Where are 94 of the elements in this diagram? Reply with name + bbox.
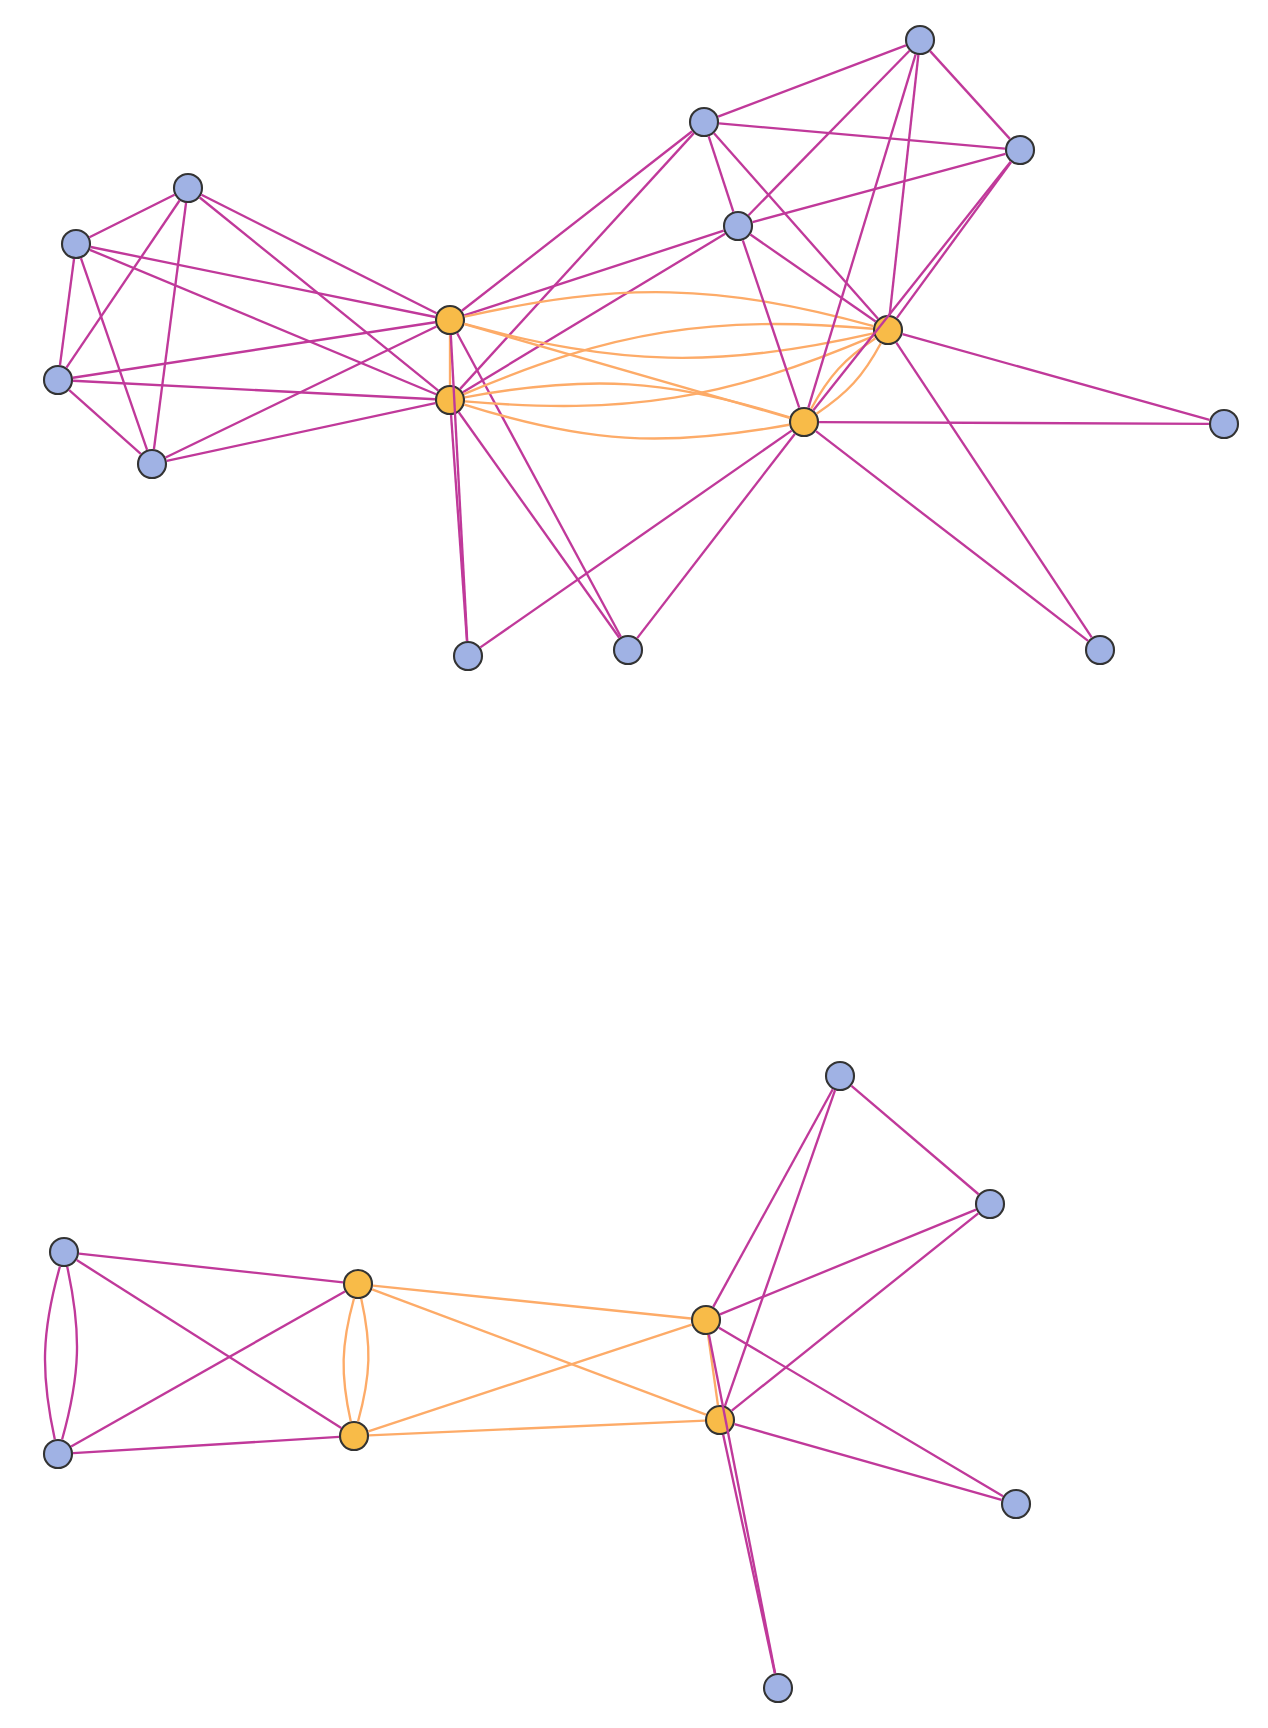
graph-vertex <box>904 24 936 56</box>
graph-edge <box>200 193 438 315</box>
graph-vertex <box>342 1268 374 1300</box>
graph-edge <box>342 1298 356 1422</box>
graph-edge <box>72 1435 340 1455</box>
graph-edge <box>198 196 440 392</box>
graph-edge <box>464 322 874 359</box>
graph-vertex <box>690 1304 722 1336</box>
graph-edge <box>718 1326 1004 1498</box>
graph-edge <box>464 403 790 440</box>
graph-edge <box>464 334 875 408</box>
graph-edge <box>717 44 907 118</box>
graph-edge <box>72 321 436 379</box>
graph-edge <box>815 430 1089 642</box>
graph-vertex <box>1004 134 1036 166</box>
graph-vertex <box>452 640 484 672</box>
graph-edge <box>895 341 1093 639</box>
graph-vertex <box>762 1672 794 1704</box>
graph-edge <box>819 420 1209 426</box>
graph-edge <box>464 291 874 328</box>
graph-vertex <box>722 210 754 242</box>
graph-edge <box>369 1419 706 1437</box>
graph-vertex <box>48 1236 80 1268</box>
graph-edge <box>719 1208 977 1316</box>
graph-vertex <box>974 1188 1006 1220</box>
graph-edge <box>166 402 436 462</box>
graph-edge <box>90 245 436 319</box>
graph-edge <box>749 233 877 323</box>
graph-vertex <box>42 364 74 396</box>
graph-edge <box>929 50 1011 140</box>
graph-edge <box>812 161 1012 411</box>
graph-edge <box>65 199 181 369</box>
graph-edge <box>89 248 437 396</box>
graph-vertex <box>60 228 92 260</box>
graph-edge <box>76 1259 342 1429</box>
graph-vertex <box>172 172 204 204</box>
graph-edge <box>449 414 469 642</box>
graph-edge <box>718 122 1006 150</box>
graph-edge <box>72 379 436 401</box>
graph-edge <box>807 54 917 408</box>
graph-edge <box>88 193 176 239</box>
graph-edge <box>722 1434 776 1674</box>
graph-vertex <box>136 448 168 480</box>
graph-edge <box>60 1266 79 1440</box>
graph-edge <box>723 1089 837 1407</box>
graph-edge <box>371 1288 707 1416</box>
graph-edge <box>461 130 693 312</box>
graph-edge <box>706 1334 720 1406</box>
graph-edge <box>367 1323 693 1433</box>
graph-edge <box>713 132 879 320</box>
graph-edge <box>464 382 790 419</box>
graph-edge <box>463 229 725 317</box>
graph-vertex <box>688 106 720 138</box>
graph-edge <box>734 1423 1002 1502</box>
graph-edge <box>463 322 874 396</box>
graph-edge <box>888 54 920 316</box>
graph-edge <box>636 433 796 639</box>
graph-vertex <box>1000 1488 1032 1520</box>
graph-vertex <box>788 406 820 438</box>
graph-edge <box>902 332 1210 422</box>
graph-edge <box>356 1298 370 1422</box>
graph-edge <box>457 411 621 639</box>
graph-edge <box>464 323 790 419</box>
graph-edge <box>479 429 793 649</box>
graph-edge <box>462 232 726 394</box>
graph-edge <box>68 389 142 455</box>
graph-edge <box>747 49 911 217</box>
graph-edge <box>741 239 801 409</box>
graph-vertex <box>1084 634 1116 666</box>
graph-edge <box>79 257 149 451</box>
graph-edge <box>731 1212 979 1412</box>
graph-vertex <box>704 1404 736 1436</box>
graph-edge <box>707 1334 777 1674</box>
graph-edge <box>58 258 76 366</box>
graph-vertex <box>612 634 644 666</box>
graph-edge <box>712 1088 834 1308</box>
graph-edge <box>459 132 695 390</box>
graph-edge <box>752 152 1006 224</box>
graph-edge <box>456 332 622 638</box>
graph-edge <box>152 202 188 450</box>
graph-vertex <box>42 1438 74 1470</box>
graph-edge <box>707 135 735 213</box>
graph-vertex <box>824 1060 856 1092</box>
graph-edge <box>43 1266 62 1440</box>
graph-edge <box>448 335 452 385</box>
graph-edge <box>165 325 437 459</box>
graph-vertex <box>338 1420 370 1452</box>
graph-edge <box>895 161 1013 319</box>
graph-edge <box>850 1084 980 1196</box>
graph-edge <box>372 1284 692 1320</box>
graph-vertex <box>434 304 466 336</box>
graph-edge <box>70 1290 346 1448</box>
graph-vertex <box>1208 408 1240 440</box>
graph-edge <box>78 1252 344 1284</box>
